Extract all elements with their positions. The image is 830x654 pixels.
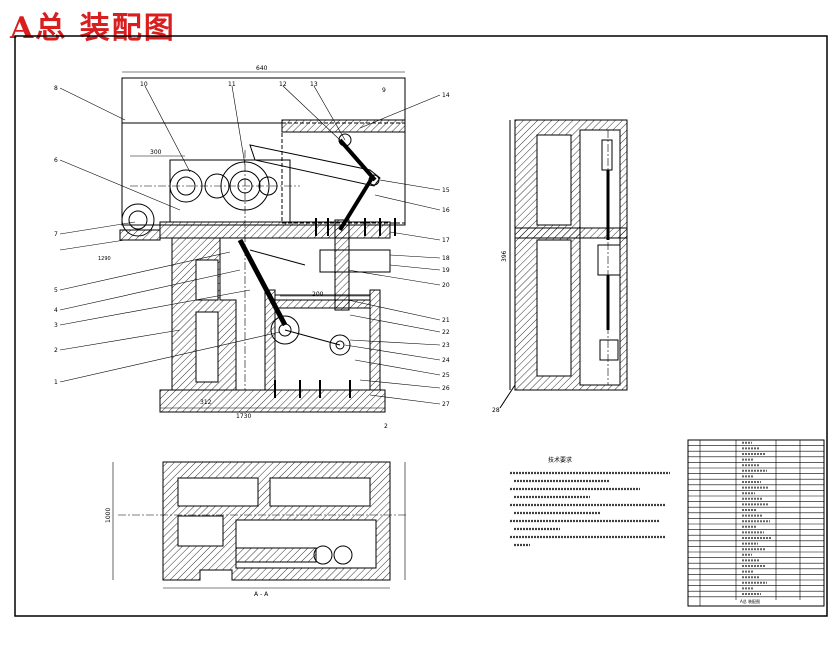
notes-heading: 技术要求 <box>548 456 572 464</box>
callout-15: 15 <box>442 187 450 194</box>
callout-26: 26 <box>442 385 450 392</box>
dim-frame: 200 <box>312 291 324 298</box>
section-label: A - A <box>254 591 269 598</box>
title-block-name: A总 装配图 <box>740 598 760 604</box>
callout-21: 21 <box>442 317 450 324</box>
upper-platform <box>159 221 391 239</box>
callout-14: 14 <box>442 92 450 99</box>
link-arm <box>249 144 381 187</box>
dim-height: 1290 <box>98 256 111 262</box>
parts-list-text <box>742 441 771 595</box>
callout-28: 28 <box>492 407 500 414</box>
callout-20: 20 <box>442 282 450 289</box>
callout-22: 22 <box>442 329 450 336</box>
dim-section-height: 396 <box>501 250 508 262</box>
dim-plan-depth: 1000 <box>105 508 112 523</box>
callout-27: 27 <box>442 401 450 408</box>
callout-3: 3 <box>54 322 58 329</box>
callout-13: 13 <box>310 81 318 88</box>
callout-18: 18 <box>442 255 450 262</box>
base-plate <box>159 389 386 413</box>
callout-16: 16 <box>442 207 450 214</box>
section-view-a-a <box>112 461 408 589</box>
dim-overall-width: 1730 <box>236 413 251 420</box>
callout-9: 9 <box>382 87 386 94</box>
callout-24: 24 <box>442 357 450 364</box>
parts-list <box>687 439 825 607</box>
callout-11: 11 <box>228 81 236 88</box>
callout-7: 7 <box>54 231 58 238</box>
callout-25: 25 <box>442 372 450 379</box>
callout-19: 19 <box>442 267 450 274</box>
dim-base-segment: 312 <box>200 399 212 406</box>
housing-outline <box>121 77 406 226</box>
front-view <box>119 77 406 413</box>
dim-motor: 300 <box>150 149 162 156</box>
callout-23: 23 <box>442 342 450 349</box>
drawing-title: A总 装配图 <box>10 11 176 46</box>
callout-4: 4 <box>54 307 58 314</box>
technical-notes: 技术要求 <box>510 456 670 547</box>
dim-top-width: 640 <box>256 65 268 72</box>
callout-10: 10 <box>140 81 148 88</box>
callout-5: 5 <box>54 287 58 294</box>
view-marker: 2 <box>384 423 388 430</box>
callout-17: 17 <box>442 237 450 244</box>
callout-1: 1 <box>54 379 58 386</box>
callout-12: 12 <box>279 81 287 88</box>
drawing-border <box>14 35 828 617</box>
callout-2: 2 <box>54 347 58 354</box>
callout-6: 6 <box>54 157 58 164</box>
callout-8: 8 <box>54 85 58 92</box>
side-view <box>499 119 628 409</box>
